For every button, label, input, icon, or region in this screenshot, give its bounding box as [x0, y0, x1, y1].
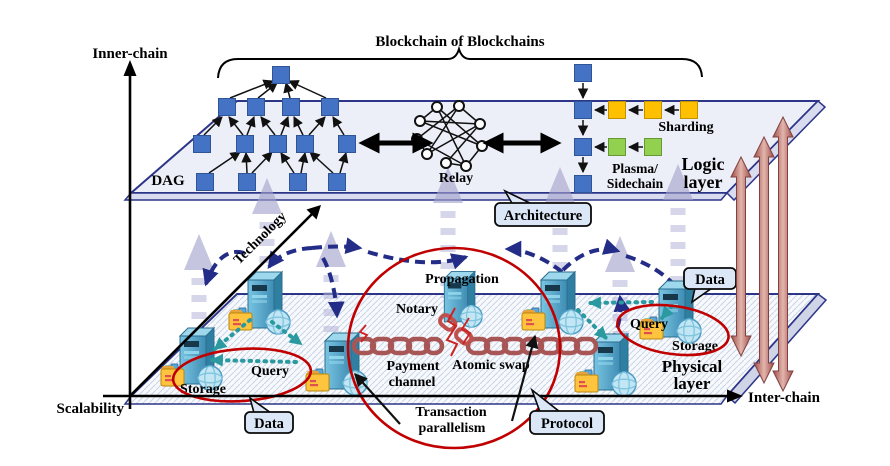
data-callout-right-label: Data — [695, 272, 726, 288]
scalability-axis-label: Scalability — [56, 401, 124, 417]
query-label-left: Query — [251, 364, 289, 379]
notary-label: Notary — [396, 302, 438, 317]
protocol-callout: Protocol — [529, 387, 605, 435]
broken-link-icon — [358, 307, 474, 357]
query-arrows — [210, 296, 674, 367]
brace — [217, 45, 703, 79]
relay-network-icon: Relay — [411, 100, 488, 186]
dag-nodes — [193, 66, 356, 191]
physical-layer-label-1: Physical — [662, 357, 723, 376]
transaction-parallelism-label-2: parallelism — [419, 421, 486, 436]
protocol-callout-label: Protocol — [541, 416, 593, 432]
data-callout-left-label: Data — [254, 416, 285, 432]
inter-chain-axis-label: Inter-chain — [748, 390, 821, 406]
diagram-title: Blockchain of Blockchains — [375, 34, 544, 50]
plasma-label-1: Plasma/ — [612, 161, 658, 176]
data-highlight-ellipse-left — [171, 347, 313, 403]
propagation-label: Propagation — [425, 272, 499, 287]
plasma-label-2: Sidechain — [607, 176, 664, 191]
inter-chain-arrow-icons — [730, 115, 794, 393]
payment-channel-label-2: channel — [389, 375, 436, 390]
chain-icon — [351, 307, 599, 357]
axes — [103, 60, 743, 409]
sharding-label: Sharding — [658, 120, 713, 135]
relay-label: Relay — [439, 171, 473, 186]
logic-layer-label-1: Logic — [682, 154, 725, 174]
transaction-parallelism-label-1: Transaction — [415, 405, 487, 420]
data-callout-left: Data — [244, 396, 294, 434]
dag-structure: DAG — [151, 66, 356, 191]
main-chain-structure: Sharding Plasma/ Sidechain — [574, 64, 714, 193]
atomic-swap-label: Atomic swap — [452, 358, 530, 373]
dag-edges — [203, 79, 349, 174]
bidirectional-arrow-icons — [358, 132, 562, 154]
query-label-right: Query — [630, 317, 668, 332]
architecture-callout-label: Architecture — [504, 208, 583, 224]
payment-channel-label-1: Payment — [387, 359, 440, 374]
physical-layer-label-2: layer — [674, 374, 711, 393]
protocol-highlight-ellipse — [346, 246, 562, 450]
data-highlight-ellipse-right — [616, 303, 730, 357]
storage-label-left: Storage — [180, 382, 226, 397]
dag-label: DAG — [151, 173, 185, 189]
logic-layer-label-2: layer — [684, 172, 723, 192]
annotation-arrows — [354, 334, 539, 425]
storage-label-right: Storage — [672, 339, 718, 354]
architecture-callout: Architecture — [494, 189, 592, 227]
inner-chain-axis-label: Inner-chain — [92, 46, 168, 62]
